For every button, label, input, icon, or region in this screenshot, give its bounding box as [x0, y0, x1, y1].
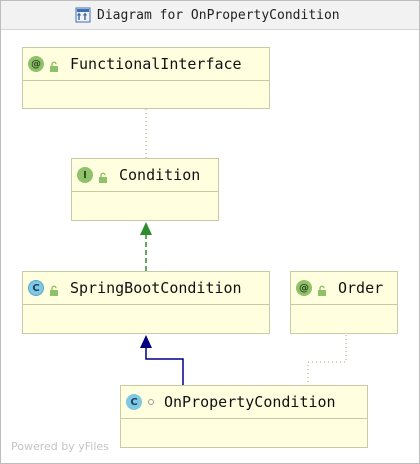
annotation-type-icon: @ [28, 56, 44, 72]
title-group: Diagram for OnPropertyCondition [75, 6, 340, 24]
node-condition[interactable]: I Condition [71, 158, 219, 221]
footer-credit: Powered by yFiles [11, 440, 109, 453]
node-spring-boot-condition[interactable]: C SpringBootCondition [22, 271, 270, 334]
node-name: Order [338, 279, 384, 297]
node-header: I Condition [72, 159, 218, 192]
window-title: Diagram for OnPropertyCondition [97, 7, 340, 23]
diagram-icon [75, 7, 91, 23]
annotation-type-icon: @ [296, 280, 312, 296]
class-icon: C [126, 394, 142, 410]
public-lock-icon [48, 282, 60, 296]
node-header: C OnPropertyCondition [121, 386, 367, 419]
interface-icon: I [77, 167, 93, 183]
public-lock-icon [316, 282, 328, 296]
public-lock-icon [97, 169, 109, 183]
node-name: Condition [119, 166, 201, 184]
abstract-class-icon: C [28, 280, 44, 296]
node-functional-interface[interactable]: @ FunctionalInterface [22, 47, 270, 109]
node-header: C SpringBootCondition [23, 272, 269, 305]
node-name: FunctionalInterface [70, 55, 242, 73]
title-bar: Diagram for OnPropertyCondition [1, 1, 419, 30]
node-on-property-condition[interactable]: C OnPropertyCondition [120, 385, 368, 448]
public-lock-icon [48, 58, 60, 72]
node-name: OnPropertyCondition [164, 393, 336, 411]
node-header: @ Order [291, 272, 397, 305]
node-order[interactable]: @ Order [290, 271, 398, 334]
node-name: SpringBootCondition [70, 279, 242, 297]
node-header: @ FunctionalInterface [23, 48, 269, 81]
package-private-icon [148, 399, 154, 405]
